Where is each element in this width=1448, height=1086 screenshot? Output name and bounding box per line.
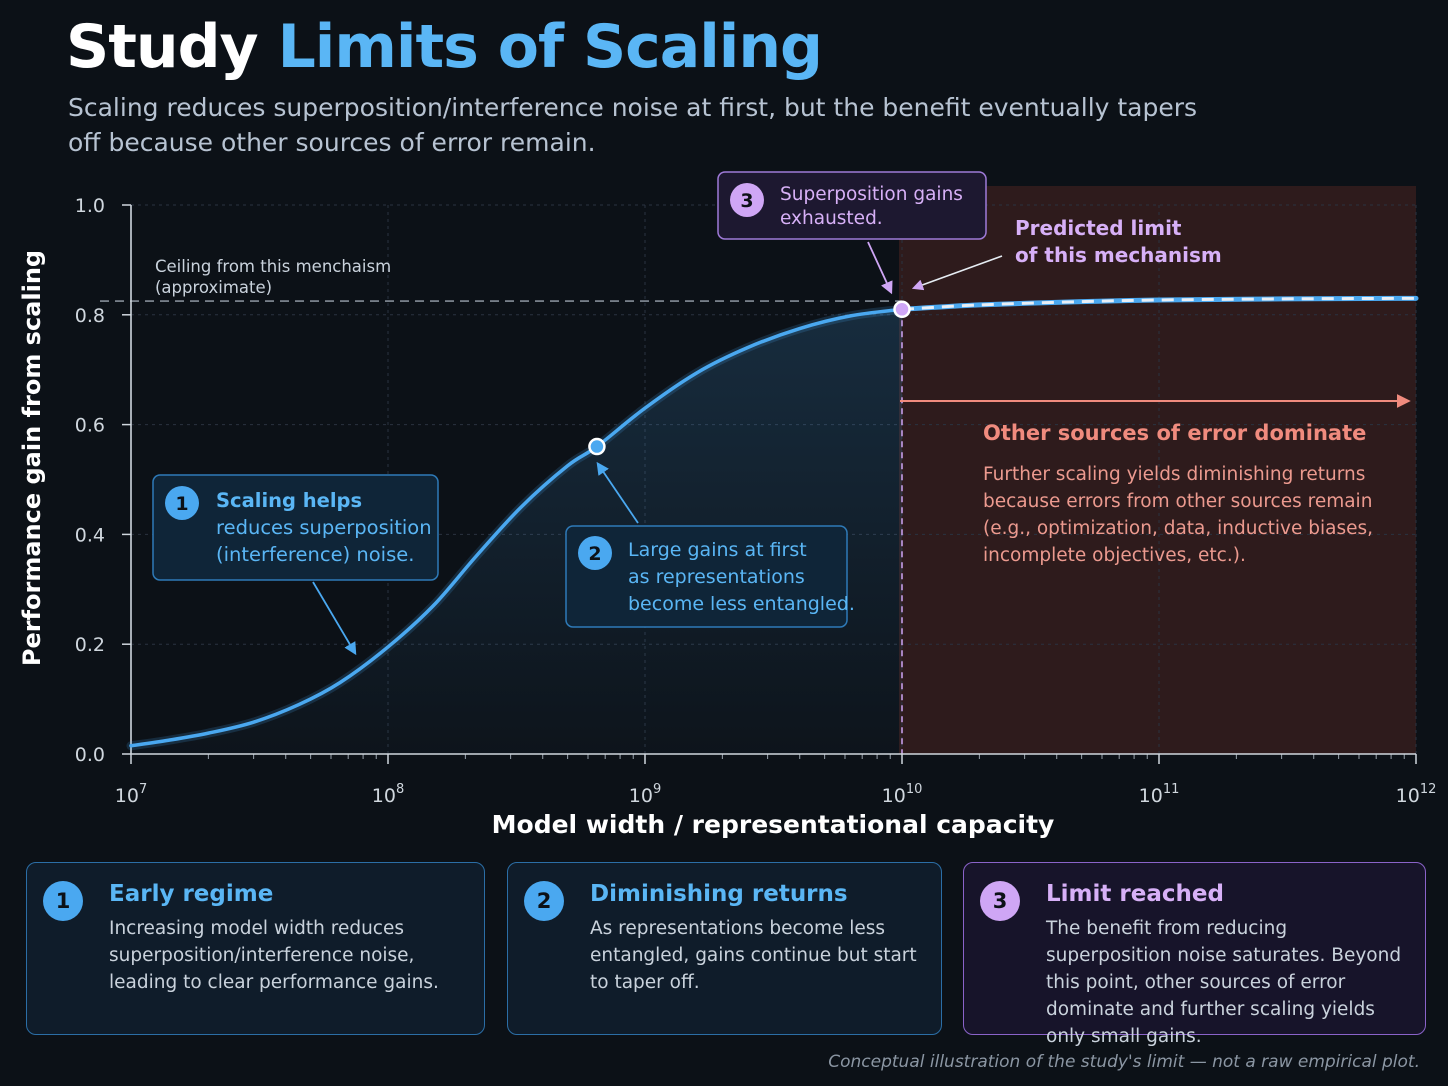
card-2-number: 2 bbox=[524, 881, 564, 921]
annotation-1-num: 1 bbox=[175, 493, 188, 515]
annotation-2-line3: become less entangled. bbox=[628, 593, 855, 615]
annotation-1-line2: reduces superposition bbox=[216, 516, 432, 539]
title-part-2: Limits of Scaling bbox=[277, 12, 823, 82]
card-limit-reached: 3 Limit reached The benefit from reducin… bbox=[963, 862, 1426, 1047]
curve-area-fill bbox=[131, 309, 902, 754]
y-tick-label: 0.0 bbox=[75, 744, 105, 766]
axes: 0.0 0.2 0.4 0.6 0.8 1.0 107 108 109 1010 1011 1012 bbox=[75, 195, 1437, 807]
annotation-2-line1: Large gains at first bbox=[628, 539, 807, 561]
predicted-limit-line2: of this mechanism bbox=[1015, 243, 1222, 267]
annotation-2: 2 Large gains at first as representation… bbox=[565, 461, 855, 628]
ceiling-label-2: (approximate) bbox=[155, 278, 272, 297]
ceiling-label-1: Ceiling from this menchaism bbox=[155, 257, 391, 276]
series-line-dashed bbox=[901, 296, 1417, 311]
footnote: Conceptual illustration of the study's l… bbox=[828, 1052, 1420, 1072]
limit-region bbox=[899, 186, 1416, 754]
series-line-solid bbox=[129, 307, 904, 748]
x-tick-label: 1011 bbox=[1139, 782, 1180, 807]
card-diminishing-returns: 2 Diminishing returns As representations… bbox=[507, 862, 942, 1035]
annotation-3-line2: exhausted. bbox=[780, 208, 883, 229]
page-title: Study Limits of Scaling bbox=[66, 12, 823, 82]
annotation-3-num: 3 bbox=[740, 190, 753, 212]
x-tick-label: 107 bbox=[115, 782, 147, 807]
card-3-body: The benefit from reducing superposition … bbox=[1046, 918, 1402, 1047]
card-1-body: Increasing model width reduces superposi… bbox=[109, 918, 439, 993]
other-sources-line3: (e.g., optimization, data, inductive bia… bbox=[983, 518, 1373, 539]
chart: Ceiling from this menchaism (approximate… bbox=[18, 171, 1437, 839]
y-axis-label: Performance gain from scaling bbox=[18, 250, 46, 666]
card-2-body: As representations become less entangled… bbox=[590, 918, 917, 993]
predicted-limit-line1: Predicted limit bbox=[1015, 216, 1182, 240]
x-axis-label: Model width / representational capacity bbox=[492, 810, 1055, 839]
x-tick-label: 1012 bbox=[1396, 782, 1437, 807]
annotation-2-line2: as representations bbox=[628, 566, 805, 588]
other-sources-title: Other sources of error dominate bbox=[983, 421, 1366, 445]
card-early-regime: 1 Early regime Increasing model width re… bbox=[26, 862, 485, 1035]
marker-layer bbox=[588, 300, 911, 456]
series-layer bbox=[126, 295, 1419, 751]
card-1-number: 1 bbox=[43, 881, 83, 921]
y-tick-label: 0.2 bbox=[75, 634, 105, 656]
x-tick-label: 108 bbox=[372, 782, 404, 807]
x-tick-label: 1010 bbox=[882, 782, 923, 807]
annotation-3: 3 Superposition gains exhausted. bbox=[717, 171, 987, 295]
card-2-title: Diminishing returns bbox=[590, 881, 848, 907]
y-tick-label: 0.6 bbox=[75, 415, 105, 437]
page-subtitle: Scaling reduces superposition/interferen… bbox=[68, 93, 1198, 157]
data-point-marker bbox=[893, 300, 911, 319]
title-part-1: Study bbox=[66, 12, 259, 82]
y-tick-label: 0.4 bbox=[75, 524, 105, 546]
annotation-1-line3: (interference) noise. bbox=[216, 543, 414, 566]
card-3-number: 3 bbox=[980, 881, 1020, 921]
predicted-limit-annotation: Predicted limit of this mechanism bbox=[911, 216, 1222, 291]
annotation-3-line1: Superposition gains bbox=[780, 184, 963, 205]
y-tick-label: 0.8 bbox=[75, 305, 105, 327]
annotation-1: 1 Scaling helps reduces superposition (i… bbox=[152, 474, 439, 656]
annotation-1-line1: Scaling helps bbox=[216, 489, 362, 512]
data-point-marker bbox=[588, 437, 606, 456]
other-sources-line1: Further scaling yields diminishing retur… bbox=[983, 464, 1365, 485]
other-sources-line2: because errors from other sources remain bbox=[983, 491, 1372, 512]
other-sources-line4: incomplete objectives, etc.). bbox=[983, 545, 1246, 566]
card-3-title: Limit reached bbox=[1046, 881, 1224, 907]
other-sources-annotation: Other sources of error dominate Further … bbox=[900, 394, 1411, 566]
annotation-2-num: 2 bbox=[588, 543, 601, 565]
y-tick-label: 1.0 bbox=[75, 195, 105, 217]
x-tick-label: 109 bbox=[629, 782, 661, 807]
card-1-title: Early regime bbox=[109, 881, 274, 907]
